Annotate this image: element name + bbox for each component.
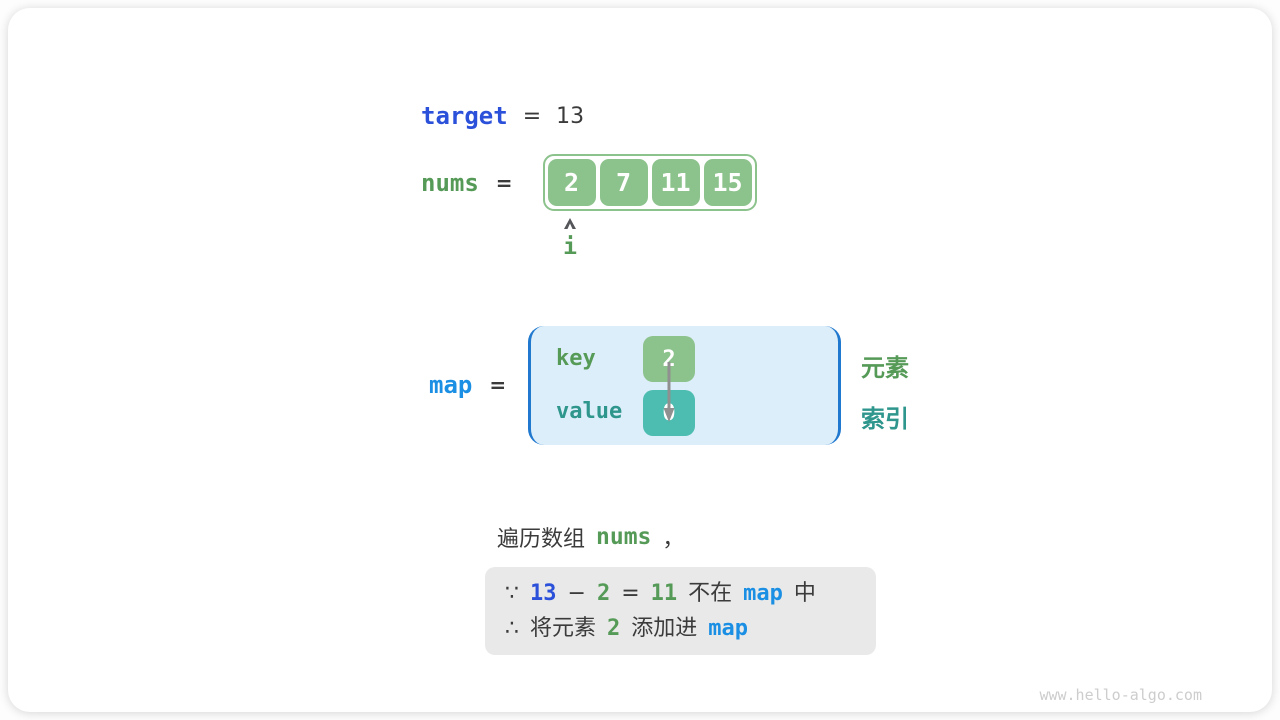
equals-sign: = bbox=[621, 581, 640, 606]
difference-value: 11 bbox=[650, 581, 678, 606]
target-assignment: target = 13 bbox=[421, 102, 584, 130]
index-pointer: i bbox=[557, 215, 583, 259]
nums-array-cell-0: 2 bbox=[547, 159, 596, 206]
caption-sentence: 遍历数组 nums ， bbox=[497, 521, 684, 553]
map-variable-name: map bbox=[429, 371, 473, 399]
will-element-text: 将元素 bbox=[530, 616, 597, 641]
map-ref-2: map bbox=[708, 616, 749, 641]
deduction-note: ∵ 13 − 2 = 11 不在 map 中 ∴ 将元素 2 添加进 map bbox=[485, 567, 876, 655]
map-assignment: map = bbox=[429, 371, 506, 399]
caption-comma: ， bbox=[662, 527, 685, 552]
target-value: 13 bbox=[556, 103, 585, 129]
deduction-line-2: ∴ 将元素 2 添加进 map bbox=[505, 612, 876, 646]
map-equals-sign: = bbox=[489, 373, 507, 397]
nums-array-cell-1: 7 bbox=[599, 159, 648, 206]
nums-array-cell-3: 15 bbox=[703, 159, 752, 206]
add-into-text: 添加进 bbox=[631, 616, 698, 641]
caret-up-icon bbox=[564, 218, 576, 229]
index-annotation: 索引 bbox=[861, 405, 909, 433]
deduction-line-1: ∵ 13 − 2 = 11 不在 map 中 bbox=[505, 577, 876, 611]
minus-sign: − bbox=[567, 581, 586, 606]
nums-assignment: nums = 2 7 11 15 bbox=[421, 154, 757, 211]
nums-array-cell-2: 11 bbox=[651, 159, 700, 206]
nums-equals-sign: = bbox=[495, 170, 513, 195]
map-value-label: value bbox=[556, 399, 623, 424]
map-container: key value 2 0 bbox=[528, 326, 841, 445]
element-value: 2 bbox=[607, 616, 621, 641]
subtrahend-value: 2 bbox=[596, 581, 611, 606]
map-key-label: key bbox=[556, 346, 596, 371]
minuend-value: 13 bbox=[530, 581, 557, 606]
target-variable-name: target bbox=[421, 102, 508, 130]
caption-prefix: 遍历数组 bbox=[497, 527, 586, 552]
target-equals-sign: = bbox=[522, 103, 542, 129]
not-in-text: 不在 bbox=[688, 581, 733, 606]
nums-variable-name: nums bbox=[421, 168, 479, 197]
map-ref-1: map bbox=[743, 581, 783, 606]
caption-nums-ref: nums bbox=[596, 524, 652, 550]
therefore-symbol: ∴ bbox=[505, 616, 519, 641]
diagram-card: target = 13 nums = 2 7 11 15 i map = key… bbox=[8, 8, 1272, 712]
key-to-value-arrow-icon bbox=[663, 362, 675, 422]
because-symbol: ∵ bbox=[505, 581, 519, 606]
in-suffix-text: 中 bbox=[793, 581, 816, 606]
element-annotation: 元素 bbox=[861, 354, 909, 382]
watermark: www.hello-algo.com bbox=[1039, 686, 1202, 704]
pointer-variable-name: i bbox=[563, 234, 577, 260]
nums-array: 2 7 11 15 bbox=[542, 154, 757, 211]
